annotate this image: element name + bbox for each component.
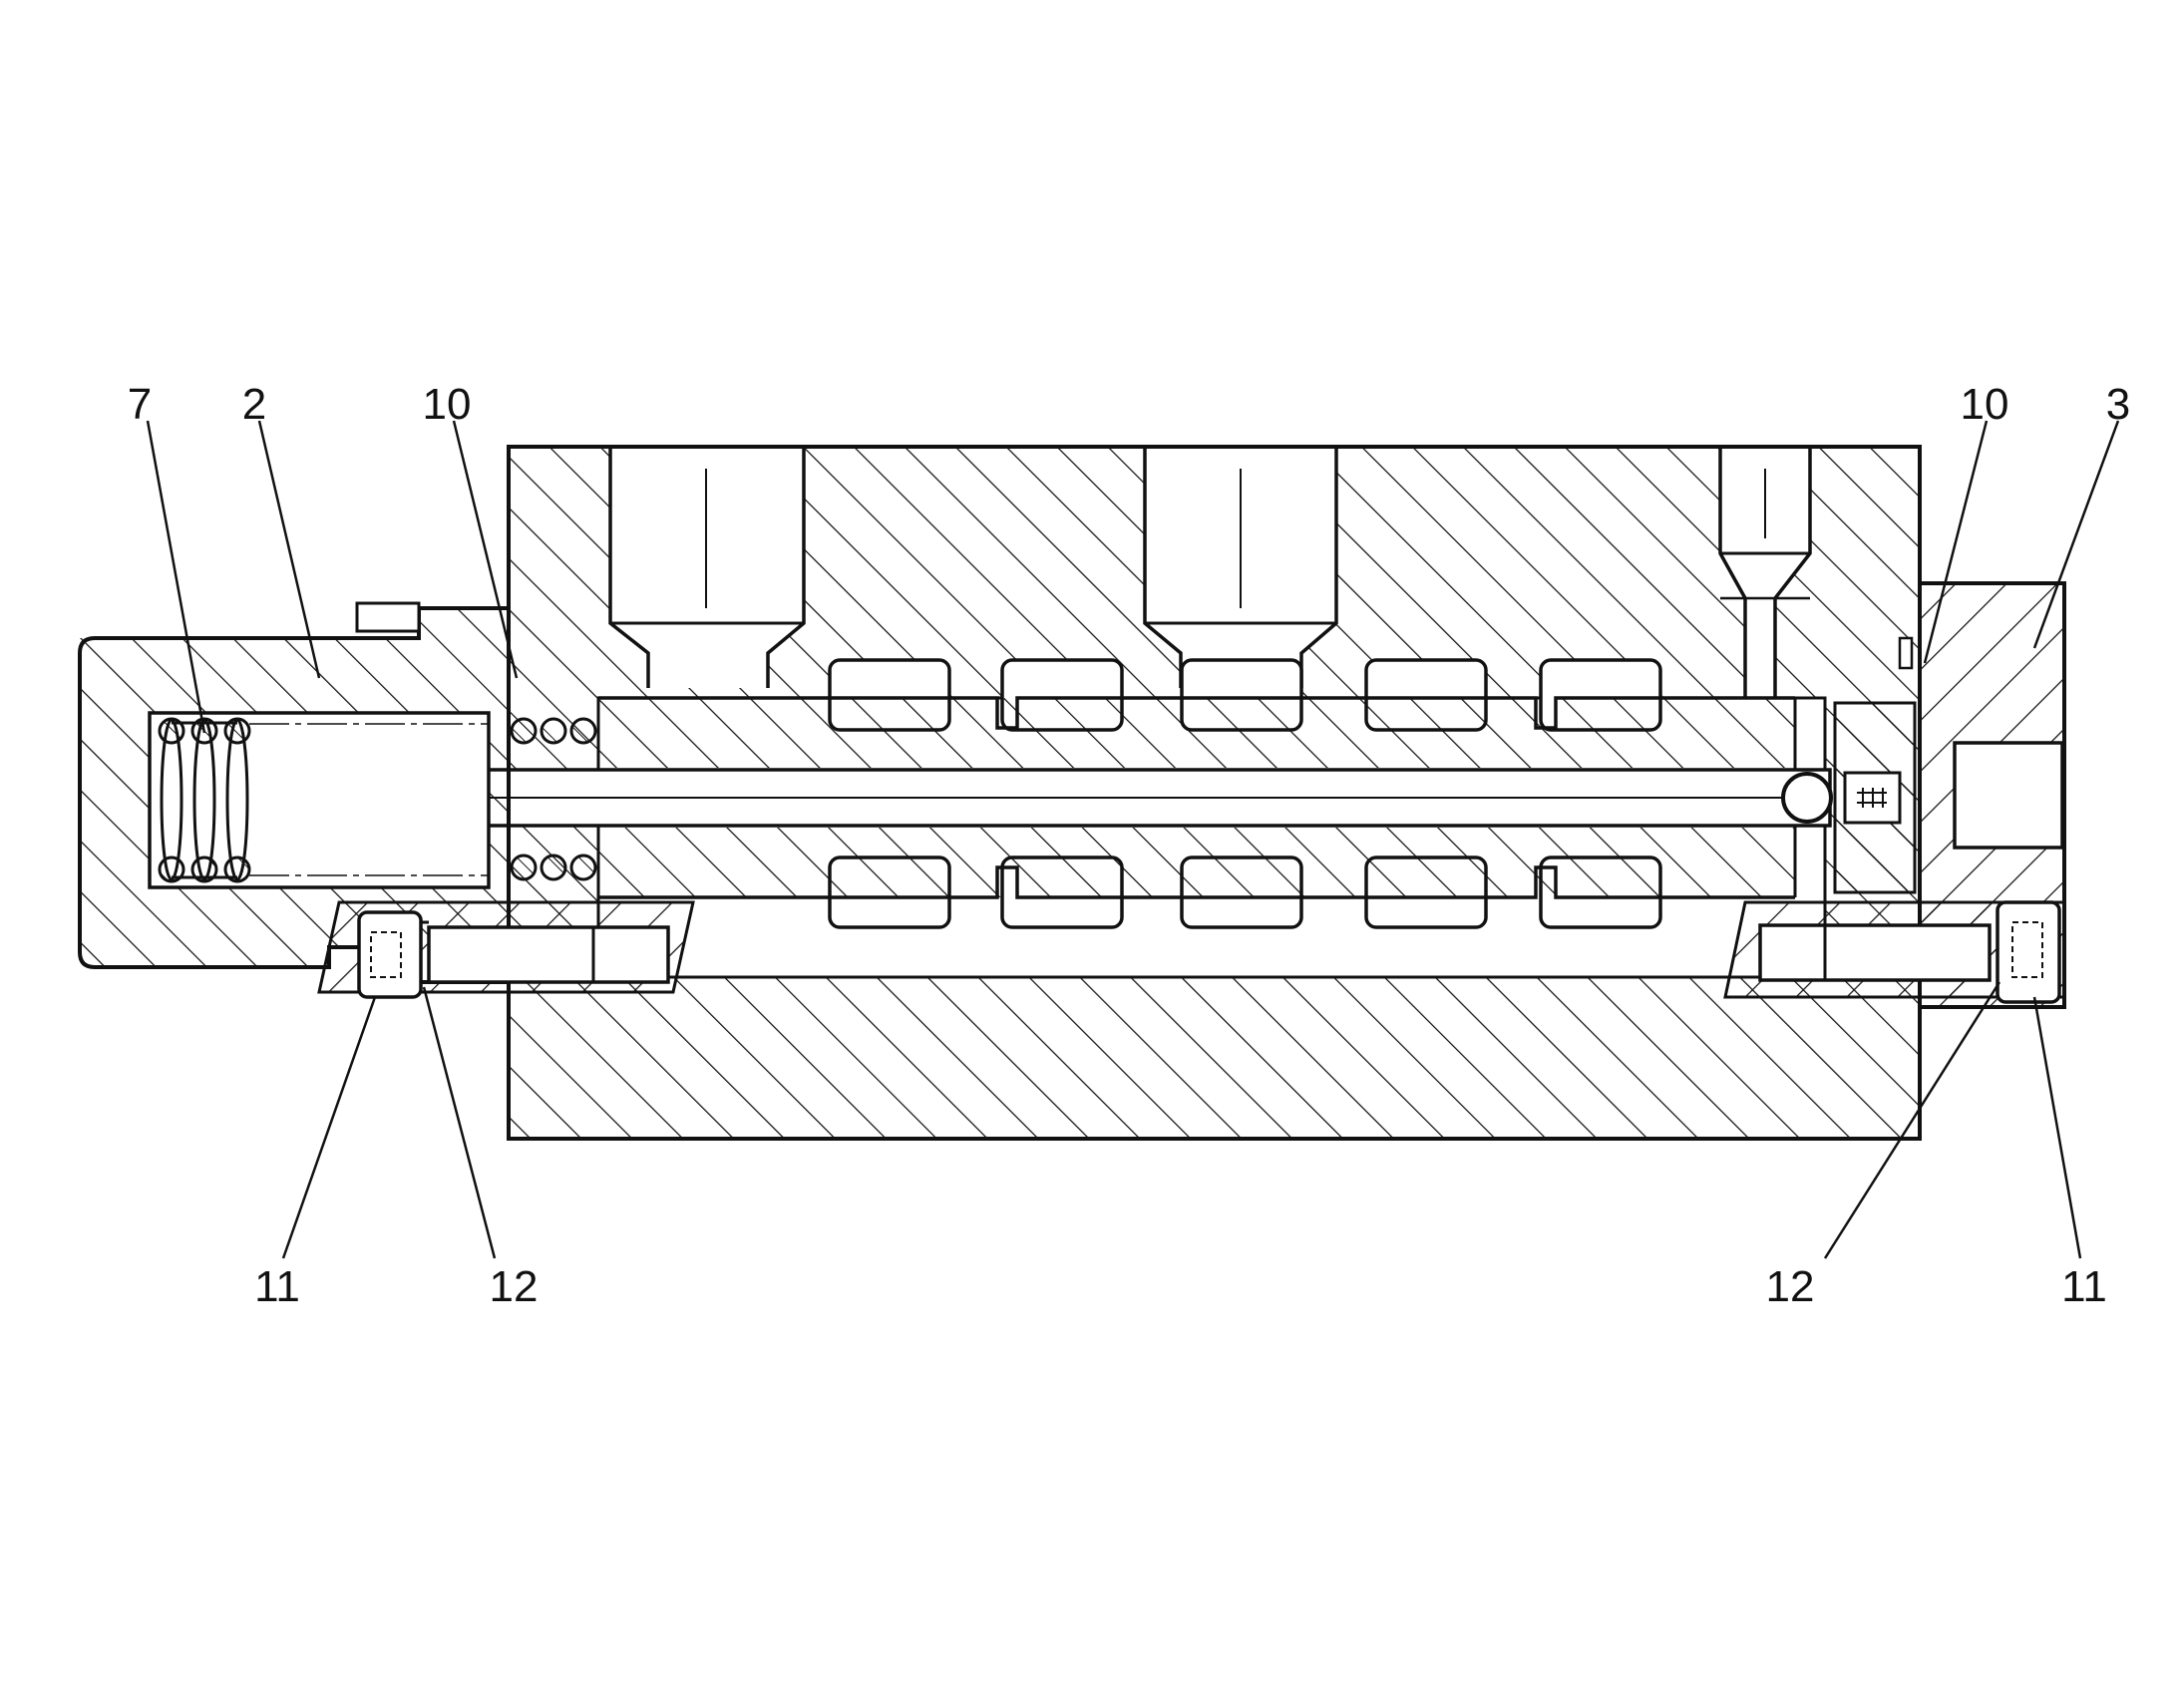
- spool-center-bore: [352, 768, 1902, 828]
- callout-right-washer: 12: [1766, 1262, 1815, 1311]
- callout-spring: 7: [128, 380, 152, 429]
- callout-left-washer: 12: [490, 1262, 539, 1311]
- callout-left-seal: 10: [423, 380, 472, 429]
- left-screw-assembly: [317, 900, 695, 999]
- leader-lines: [146, 420, 2120, 1259]
- callout-left-cap: 2: [242, 380, 266, 429]
- callout-labels: 7 2 10 10 3 11 12 12 11: [128, 380, 2130, 1311]
- callout-right-cap: 3: [2106, 380, 2130, 429]
- callout-right-seal: 10: [1961, 380, 2009, 429]
- callout-left-screw: 11: [254, 1262, 300, 1311]
- callout-right-screw: 11: [2061, 1262, 2107, 1311]
- spring-coil-sections: [158, 717, 597, 883]
- right-screw-assembly: [1723, 900, 2066, 1004]
